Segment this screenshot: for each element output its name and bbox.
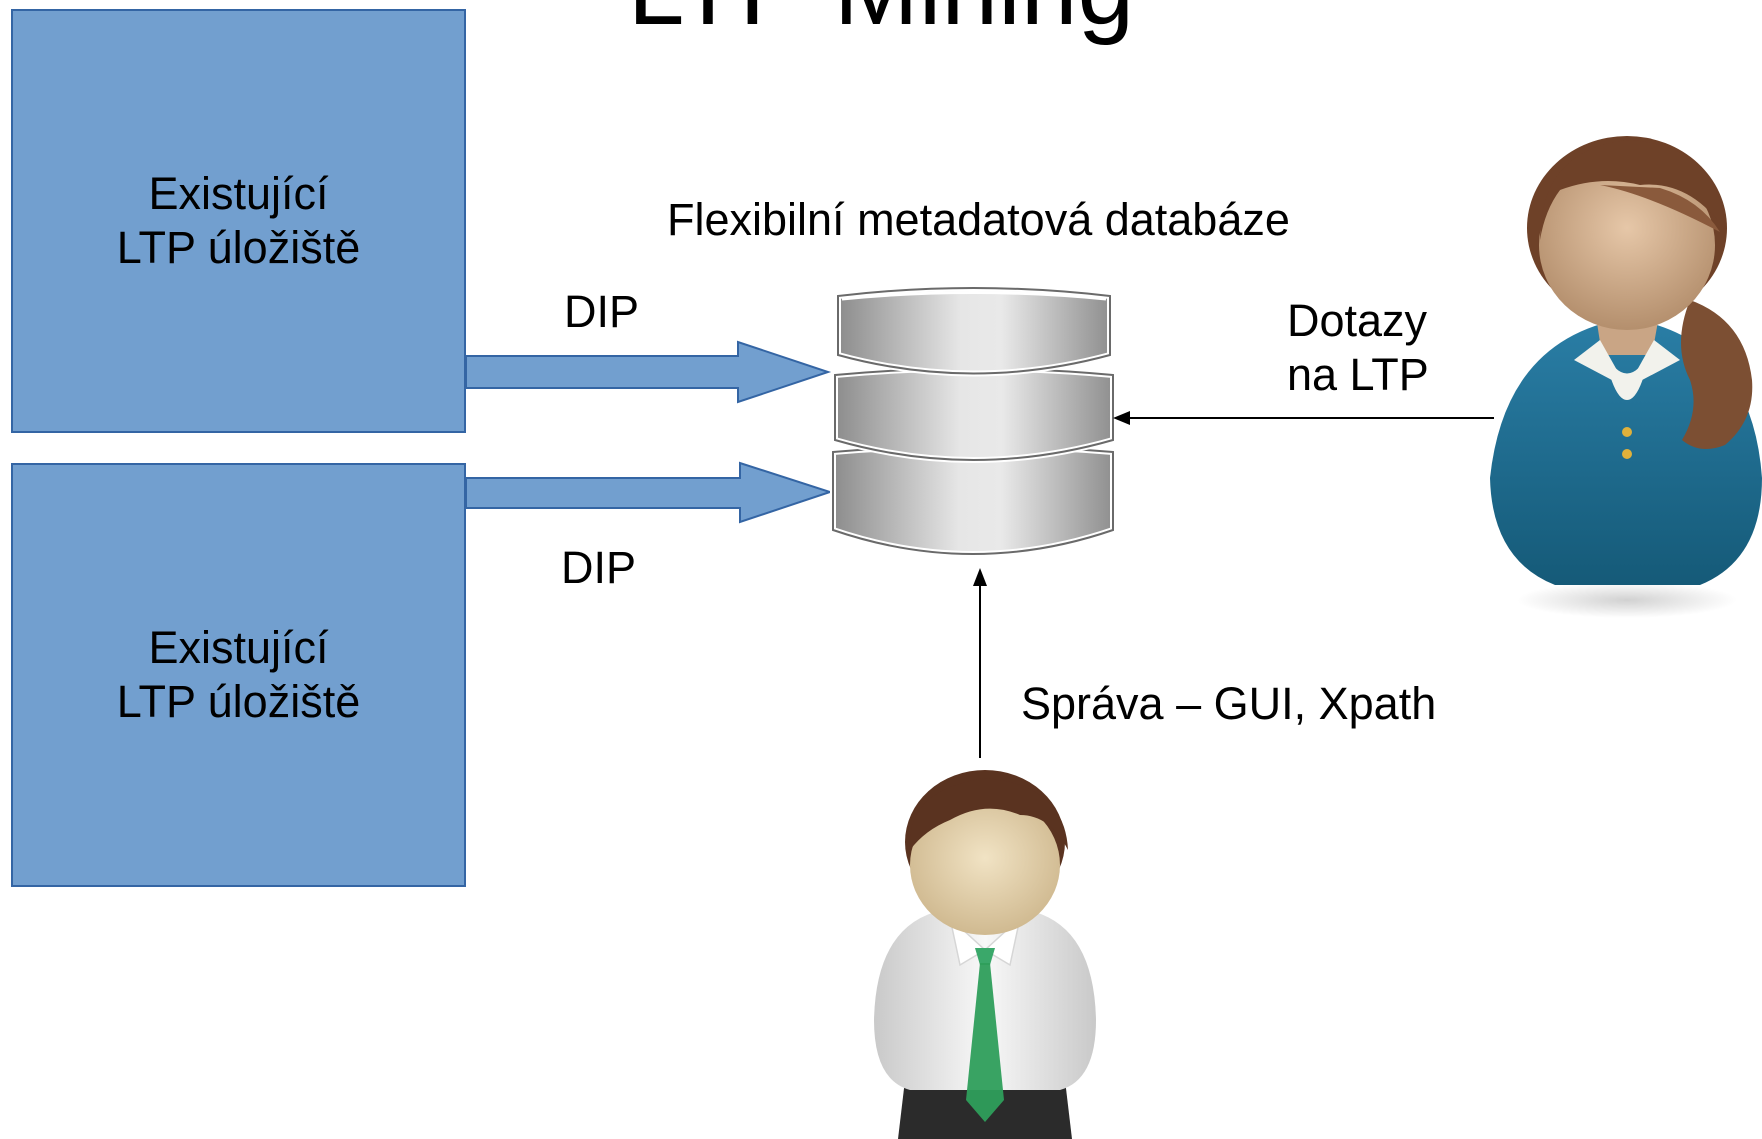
- storage-box-1-line1: Existující: [148, 168, 329, 219]
- user-woman-icon: [1490, 136, 1762, 618]
- dip-arrow-1: [465, 340, 832, 404]
- dip-label-1: DIP: [564, 286, 640, 337]
- storage-box-1: Existující LTP úložiště: [11, 9, 466, 433]
- storage-box-2-line1: Existující: [148, 622, 329, 673]
- user-man-icon: [874, 770, 1096, 1139]
- admin-label: Správa – GUI, Xpath: [1021, 678, 1437, 729]
- queries-label-line1: Dotazy: [1287, 295, 1428, 346]
- dip-arrow-2: [465, 461, 834, 524]
- dip-label-2: DIP: [561, 542, 637, 593]
- queries-label-line2: na LTP: [1287, 349, 1429, 400]
- database-icon: [830, 285, 1116, 557]
- database-label: Flexibilní metadatová databáze: [667, 194, 1290, 245]
- storage-box-1-line2: LTP úložiště: [116, 222, 361, 273]
- storage-box-2-line2: LTP úložiště: [116, 676, 361, 727]
- admin-arrowhead: [973, 568, 987, 586]
- queries-label: Dotazy na LTP: [1287, 294, 1429, 402]
- storage-box-2: Existující LTP úložiště: [11, 463, 466, 887]
- page-title: LTP Mining: [0, 0, 1762, 40]
- queries-arrowhead: [1113, 411, 1130, 425]
